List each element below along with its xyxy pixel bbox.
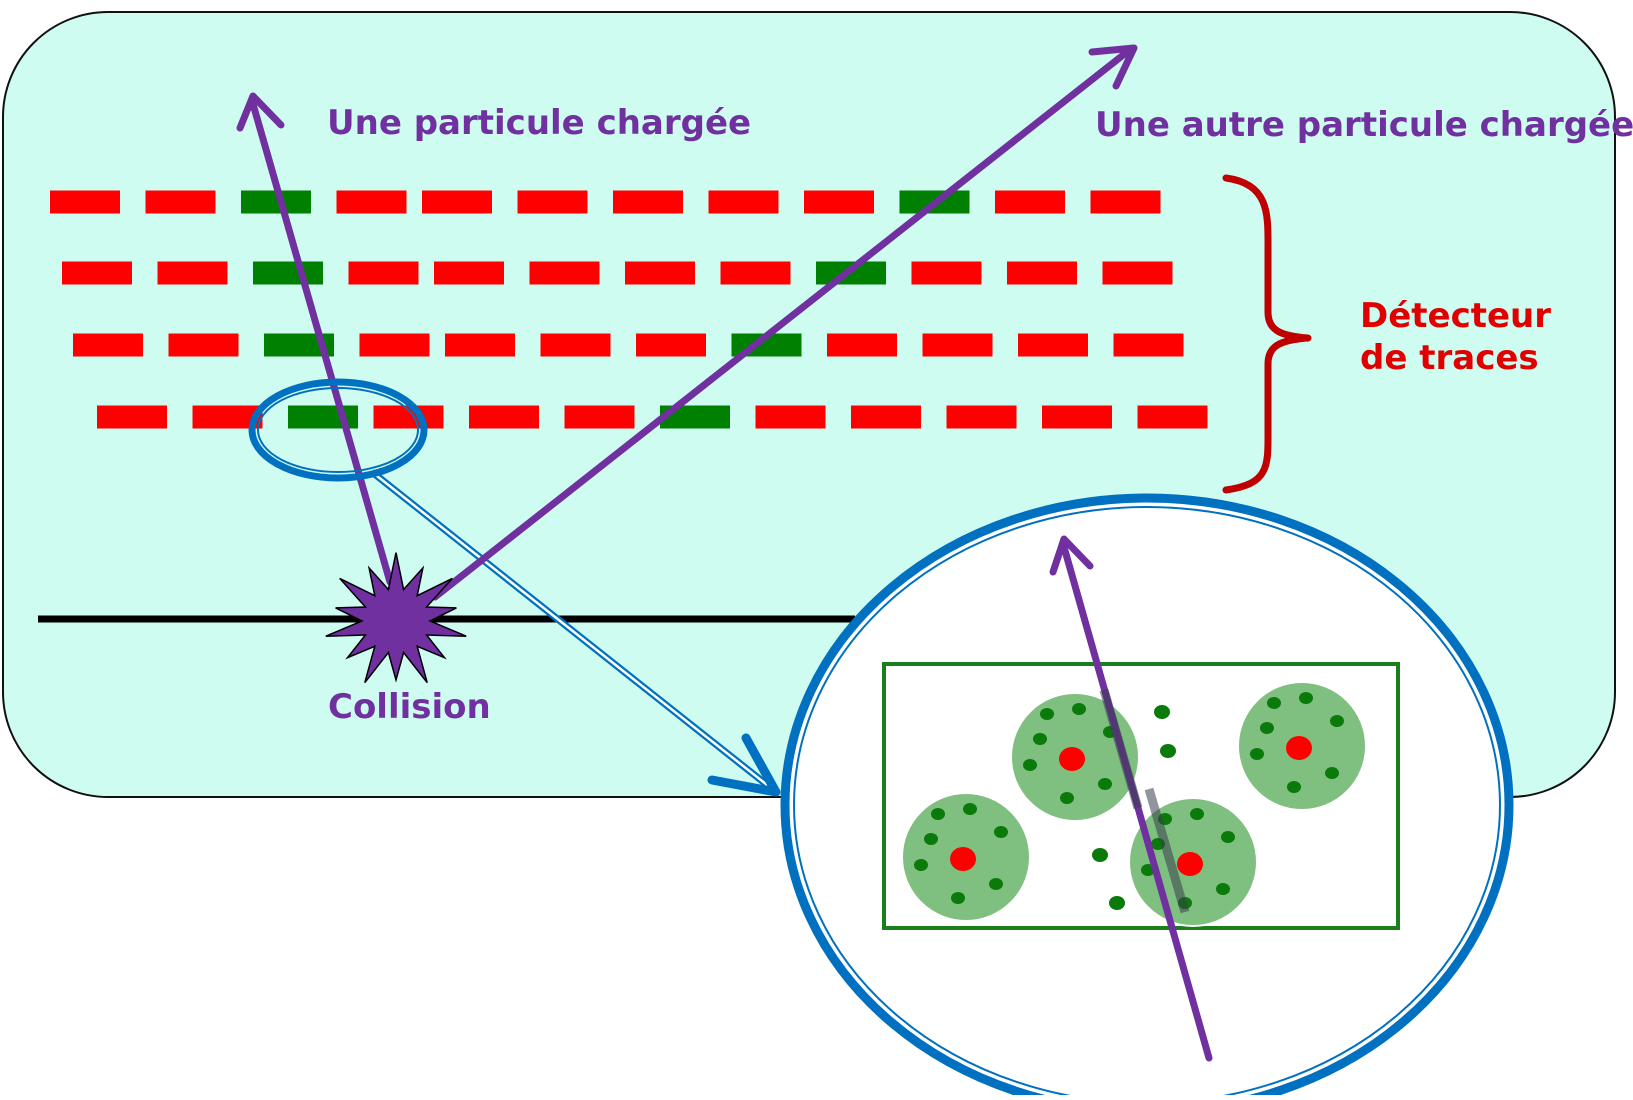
collision-star-icon — [325, 552, 467, 684]
strip-segment — [348, 261, 419, 285]
pixel-cluster — [1010, 692, 1140, 822]
strip-segment — [62, 261, 132, 285]
strip-segment — [145, 190, 216, 214]
strip-segment — [613, 190, 683, 214]
label-particle-2: Une autre particule chargée — [1095, 105, 1633, 145]
strip-segment — [1137, 405, 1208, 429]
strip-segment — [445, 333, 515, 357]
strip-segment — [1042, 405, 1112, 429]
strip-segment — [469, 405, 539, 429]
strip-segment — [911, 261, 982, 285]
strip-segment — [1018, 333, 1088, 357]
strip-segment — [995, 190, 1065, 214]
zoom-selection-ellipse — [248, 378, 428, 482]
stray-charge-dots — [1092, 705, 1176, 910]
strip-segment — [50, 190, 120, 214]
strip-segment — [922, 333, 993, 357]
strip-segment — [946, 405, 1017, 429]
strip-segment — [755, 405, 826, 429]
zoom-arrow-icon — [707, 733, 781, 797]
strip-segment — [720, 261, 791, 285]
pixel-clusters — [901, 681, 1367, 927]
strip-segment — [336, 190, 407, 214]
strip-segment — [1113, 333, 1184, 357]
zoom-connector — [369, 469, 781, 797]
track-particle-2 — [431, 48, 1131, 601]
label-detector-line-2: de traces — [1360, 338, 1539, 378]
strip-hit — [264, 333, 334, 357]
curly-brace-icon — [1222, 174, 1312, 494]
pixel-cluster — [1237, 681, 1367, 811]
arrowhead-icon — [1088, 44, 1138, 90]
label-detector-line-1: Détecteur — [1360, 296, 1551, 336]
label-collision: Collision — [328, 687, 491, 727]
strip-segment — [540, 333, 611, 357]
strip-hit — [241, 190, 311, 214]
strip-segment — [97, 405, 167, 429]
strip-segment — [827, 333, 897, 357]
strip-segment — [529, 261, 600, 285]
stray-dot — [1092, 848, 1108, 862]
strip-segment — [1090, 190, 1161, 214]
pixel-cluster — [1128, 797, 1258, 927]
strip-segment — [564, 405, 635, 429]
stray-dot — [1154, 705, 1170, 719]
track-particle-1 — [249, 100, 394, 586]
stray-dot — [1109, 896, 1125, 910]
strip-segment — [157, 261, 228, 285]
strip-segment — [192, 405, 263, 429]
strip-segment — [422, 190, 492, 214]
zoom-bubble — [780, 493, 1514, 1100]
strip-segment — [625, 261, 695, 285]
strip-segment — [636, 333, 706, 357]
strip-segment — [708, 190, 779, 214]
strip-segment — [359, 333, 430, 357]
strip-hit — [253, 261, 323, 285]
strip-segment — [73, 333, 143, 357]
stray-dot — [1160, 744, 1176, 758]
particle-tracks — [236, 44, 1138, 601]
strip-segment — [851, 405, 921, 429]
pixel-cluster — [901, 792, 1031, 922]
label-particle-1: Une particule chargée — [327, 103, 751, 143]
tracking-detector-strips — [50, 190, 1208, 429]
strip-segment — [434, 261, 504, 285]
arrowhead-icon — [1049, 535, 1094, 576]
arrowhead-icon — [236, 92, 285, 132]
strip-segment — [804, 190, 874, 214]
strip-segment — [168, 333, 239, 357]
strip-segment — [517, 190, 588, 214]
strip-segment — [1102, 261, 1173, 285]
strip-hit — [660, 405, 730, 429]
strip-segment — [1007, 261, 1077, 285]
